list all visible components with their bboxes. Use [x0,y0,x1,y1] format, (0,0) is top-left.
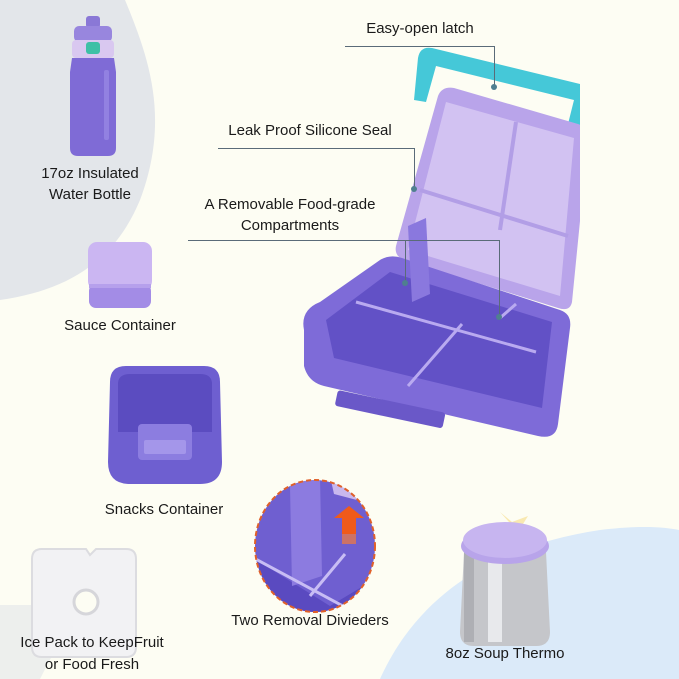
sauce-label: Sauce Container [64,317,176,334]
snacks-container-image [108,366,222,484]
sauce-container-image [88,242,152,308]
snacks-label: Snacks Container [104,501,224,518]
seal-pointer-dot [411,186,417,192]
soup-thermo-image [460,512,550,646]
latch-leader-line [345,46,495,47]
latch-pointer-dot [491,84,497,90]
compartments-label-line2: Compartments [240,217,340,234]
bottle-label-line1: 17oz Insulated [41,165,139,182]
compartments-pointer-dot-b [496,314,502,320]
thermo-label: 8oz Soup Thermo [445,645,565,662]
up-arrow-icon [334,506,364,534]
water-bottle-image [70,16,116,156]
bottle-label-line2: Water Bottle [49,186,131,203]
latch-leader-line-vertical [494,46,495,86]
latch-label: Easy-open latch [366,20,474,37]
dividers-label: Two Removal Divieders [231,612,389,629]
seal-leader-line-vertical [414,148,415,188]
bento-box-image [303,47,580,437]
ice-pack-image [31,548,137,658]
seal-label: Leak Proof Silicone Seal [228,122,392,139]
compartments-leader-line-a [405,240,406,282]
seal-leader-line [218,148,415,149]
compartments-pointer-dot-a [402,280,408,286]
compartments-label-line1: A Removable Food-grade [204,196,376,213]
dividers-detail-image [254,479,376,613]
compartments-leader-line-b [499,240,500,316]
icepack-label-line2: or Food Fresh [44,656,140,673]
compartments-leader-line [188,240,500,241]
icepack-label-line1: Ice Pack to KeepFruit [20,634,164,651]
